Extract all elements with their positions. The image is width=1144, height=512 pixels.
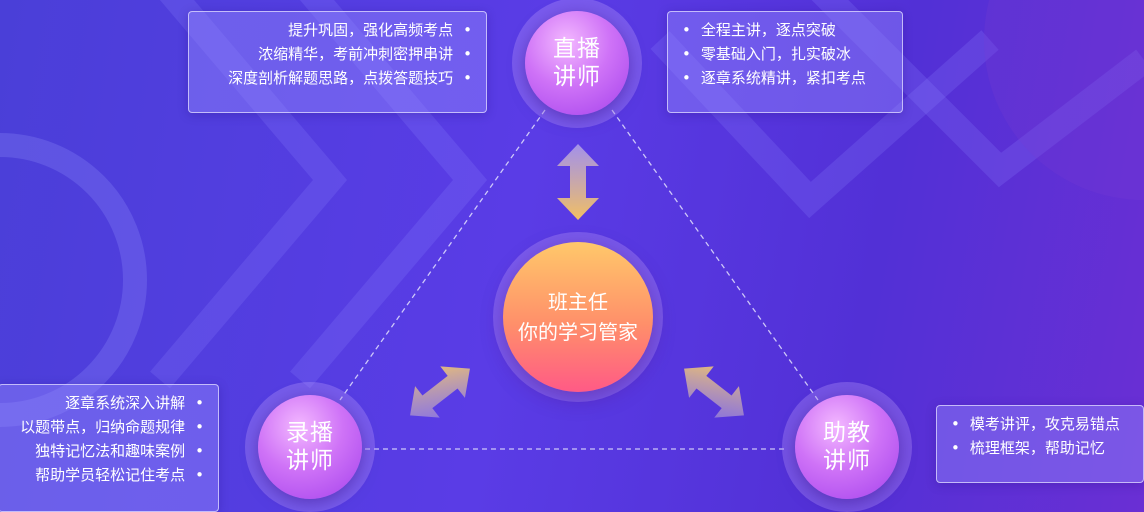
bg-chevron-3 [650,30,999,219]
list-item: 独特记忆法和趣味案例 [13,439,204,463]
node-label-line1: 直播 [553,36,601,62]
center-title: 班主任 [548,290,608,314]
list-item: 零基础入门，扎实破冰 [682,42,888,66]
list-item: 全程主讲，逐点突破 [682,18,888,42]
list-item: 提升巩固，强化高频考点 [203,18,472,42]
list-item: 深度剖析解题思路，点拨答题技巧 [203,66,472,90]
node-badge: 班主任 你的学习管家 [503,242,653,392]
card-assistant: 模考讲评，攻克易错点 梳理框架，帮助记忆 [936,405,1144,483]
list-item: 梳理框架，帮助记忆 [951,436,1129,460]
node-badge: 录播 讲师 [258,395,362,499]
arrow-recorded-center [410,366,470,418]
list-item: 帮助学员轻松记住考点 [13,463,204,487]
node-badge: 直播 讲师 [525,11,629,115]
card-recorded: 逐章系统深入讲解 以题带点，归纳命题规律 独特记忆法和趣味案例 帮助学员轻松记住… [0,384,219,512]
node-badge: 助教 讲师 [795,395,899,499]
node-live-teacher: 直播 讲师 [512,0,642,128]
card-live-left: 提升巩固，强化高频考点 浓缩精华，考前冲刺密押串讲 深度剖析解题思路，点拨答题技… [188,11,487,113]
list-item: 浓缩精华，考前冲刺密押串讲 [203,42,472,66]
card-live-right: 全程主讲，逐点突破 零基础入门，扎实破冰 逐章系统精讲，紧扣考点 [667,11,903,113]
node-label-line2: 讲师 [823,448,871,474]
arrow-assistant-center [684,366,744,418]
node-head-teacher: 班主任 你的学习管家 [493,232,663,402]
node-label-line2: 讲师 [286,448,334,474]
node-label-line1: 录播 [286,420,334,446]
node-recorded-teacher: 录播 讲师 [245,382,375,512]
node-assistant-teacher: 助教 讲师 [782,382,912,512]
arrow-live-center [557,144,599,220]
node-label-line1: 助教 [823,420,871,446]
list-item: 逐章系统深入讲解 [13,391,204,415]
list-item: 模考讲评，攻克易错点 [951,412,1129,436]
center-subtitle: 你的学习管家 [518,320,638,344]
bg-glow [984,0,1144,200]
list-item: 以题带点，归纳命题规律 [13,415,204,439]
list-item: 逐章系统精讲，紧扣考点 [682,66,888,90]
node-label-line2: 讲师 [553,64,601,90]
bg-ring [0,133,147,427]
